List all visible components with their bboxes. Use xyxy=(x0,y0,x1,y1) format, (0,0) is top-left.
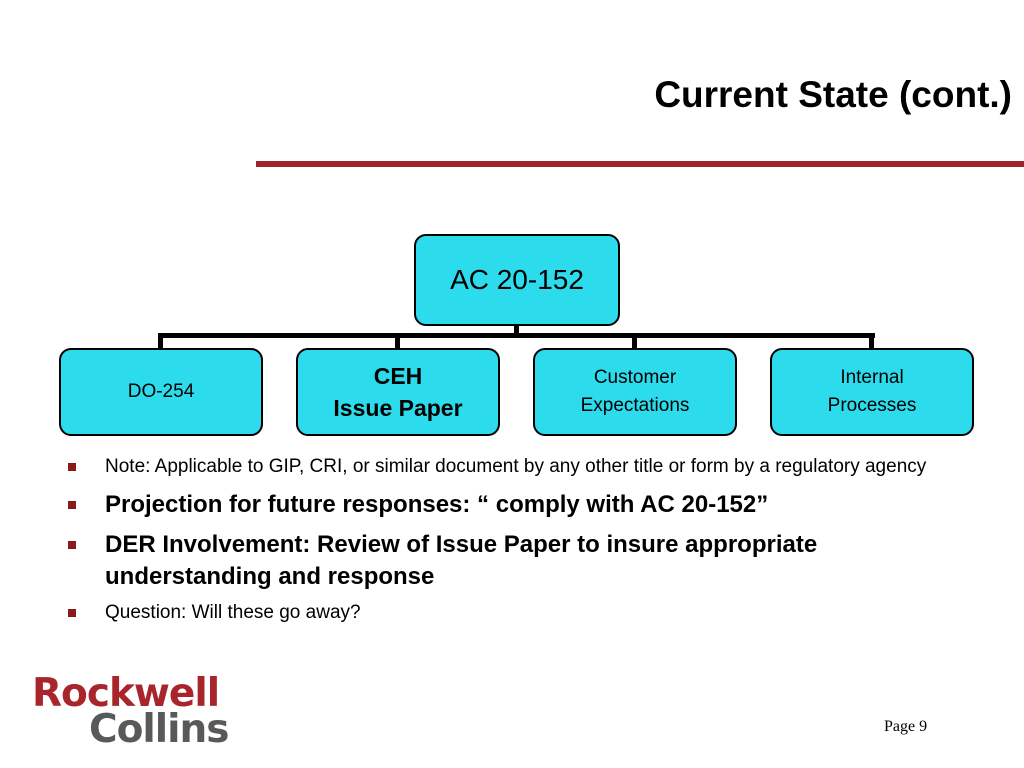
square-bullet-icon xyxy=(68,463,76,471)
node-label-line-1: Customer xyxy=(593,367,677,388)
node-label-line-2: Expectations xyxy=(580,395,690,416)
node-ceh-issue-paper: CEH Issue Paper xyxy=(296,348,500,436)
bullet-text: Question: Will these go away? xyxy=(105,602,361,623)
list-item: Note: Applicable to GIP, CRI, or similar… xyxy=(68,455,968,478)
connector-horizontal-bar xyxy=(158,333,875,338)
list-item: Projection for future responses: “ compl… xyxy=(68,489,968,521)
connector-drop-4 xyxy=(869,333,874,349)
square-bullet-icon xyxy=(68,609,76,617)
square-bullet-icon xyxy=(68,501,76,509)
bullet-text: Projection for future responses: “ compl… xyxy=(105,491,769,518)
node-label: DO-254 xyxy=(127,381,195,402)
node-do-254: DO-254 xyxy=(59,348,263,436)
list-item: DER Involvement: Review of Issue Paper t… xyxy=(68,529,968,593)
connector-root-stem xyxy=(514,326,519,336)
connector-drop-3 xyxy=(632,333,637,349)
square-bullet-icon xyxy=(68,541,76,549)
slide-title: Current State (cont.) xyxy=(654,74,1012,115)
connector-drop-2 xyxy=(395,333,400,349)
bullet-text: DER Involvement: Review of Issue Paper t… xyxy=(105,531,818,590)
bullet-list: Note: Applicable to GIP, CRI, or similar… xyxy=(68,455,968,635)
node-customer-expectations: Customer Expectations xyxy=(533,348,737,436)
node-label-line-1: CEH xyxy=(373,363,423,389)
node-label-line-2: Issue Paper xyxy=(333,395,463,421)
bullet-text: Note: Applicable to GIP, CRI, or similar… xyxy=(105,456,927,477)
node-ac-20-152: AC 20-152 xyxy=(414,234,620,326)
connector-drop-1 xyxy=(158,333,163,349)
node-label-line-2: Processes xyxy=(827,395,917,416)
logo-line-2: Collins xyxy=(89,707,229,752)
node-label-line-1: Internal xyxy=(840,367,904,388)
rockwell-collins-logo: Rockwell Collins xyxy=(32,671,229,752)
list-item: Question: Will these go away? xyxy=(68,601,968,624)
logo-line-1: Rockwell xyxy=(32,671,220,716)
node-label: AC 20-152 xyxy=(450,264,584,295)
title-divider xyxy=(256,161,1024,167)
node-internal-processes: Internal Processes xyxy=(770,348,974,436)
page-number: Page 9 xyxy=(884,718,928,735)
